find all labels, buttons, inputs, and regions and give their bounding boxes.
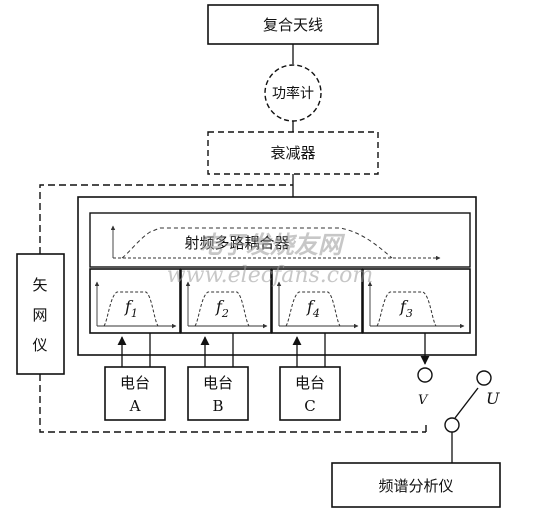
filter-f1-curve [103,291,159,327]
station-c-id: C [304,397,315,415]
station-a: 电台 A [104,366,166,421]
station-b-label: 电台 [203,374,233,392]
coupler-box: 射频多路耦合器 [89,212,471,268]
filter-f1-label: f1 [124,297,138,320]
filter-f2-curve [194,291,250,327]
attenuator-label: 衰减器 [270,144,315,162]
vna-label-3: 仪 [32,336,47,354]
antenna-label: 复合天线 [263,16,323,34]
vna-label-1: 矢 [32,276,47,294]
port-u [476,370,492,386]
station-c: 电台 C [279,366,341,421]
filter-f1: f1 [89,268,181,334]
port-v [417,367,433,383]
station-b: 电台 B [187,366,249,421]
filter-f4: f4 [271,268,363,334]
antenna-box: 复合天线 [207,4,379,45]
filter-f2: f2 [180,268,272,334]
power-meter-circle: 功率计 [264,64,322,122]
filter-f2-label: f2 [215,297,229,320]
filter-f3-label: f3 [399,297,413,320]
coupler-label: 射频多路耦合器 [184,234,289,252]
vna-bottom-dashed [39,374,426,433]
vna-to-attenuator-dashed [39,184,293,254]
port-v-label: V [418,393,429,408]
spectrum-analyzer-box: 频谱分析仪 [331,462,501,508]
vna-box: 矢 网 仪 [16,253,65,375]
coupler-spectrum-curve [121,227,393,259]
vna-label-2: 网 [32,306,47,324]
station-a-id: A [129,397,141,415]
coupler-enclosure [77,196,477,356]
attenuator-box: 衰减器 [207,131,379,175]
watermark: 电子发烧友网 www.elecfans.com [167,230,373,288]
station-b-id: B [212,397,223,415]
filter-f4-label: f4 [306,297,320,320]
switch-pivot [444,417,460,433]
watermark-text: 电子发烧友网 [198,230,346,259]
filter-f3: f3 [362,268,471,334]
filter-f4-curve [285,291,341,327]
station-a-label: 电台 [120,374,150,392]
port-u-label: U [486,389,500,408]
spectrum-analyzer-label: 频谱分析仪 [378,477,453,495]
station-c-label: 电台 [295,374,325,392]
switch-lever [454,387,479,419]
power-meter-label: 功率计 [272,85,314,102]
watermark-url: www.elecfans.com [167,263,373,288]
filter-f3-curve [376,291,437,327]
